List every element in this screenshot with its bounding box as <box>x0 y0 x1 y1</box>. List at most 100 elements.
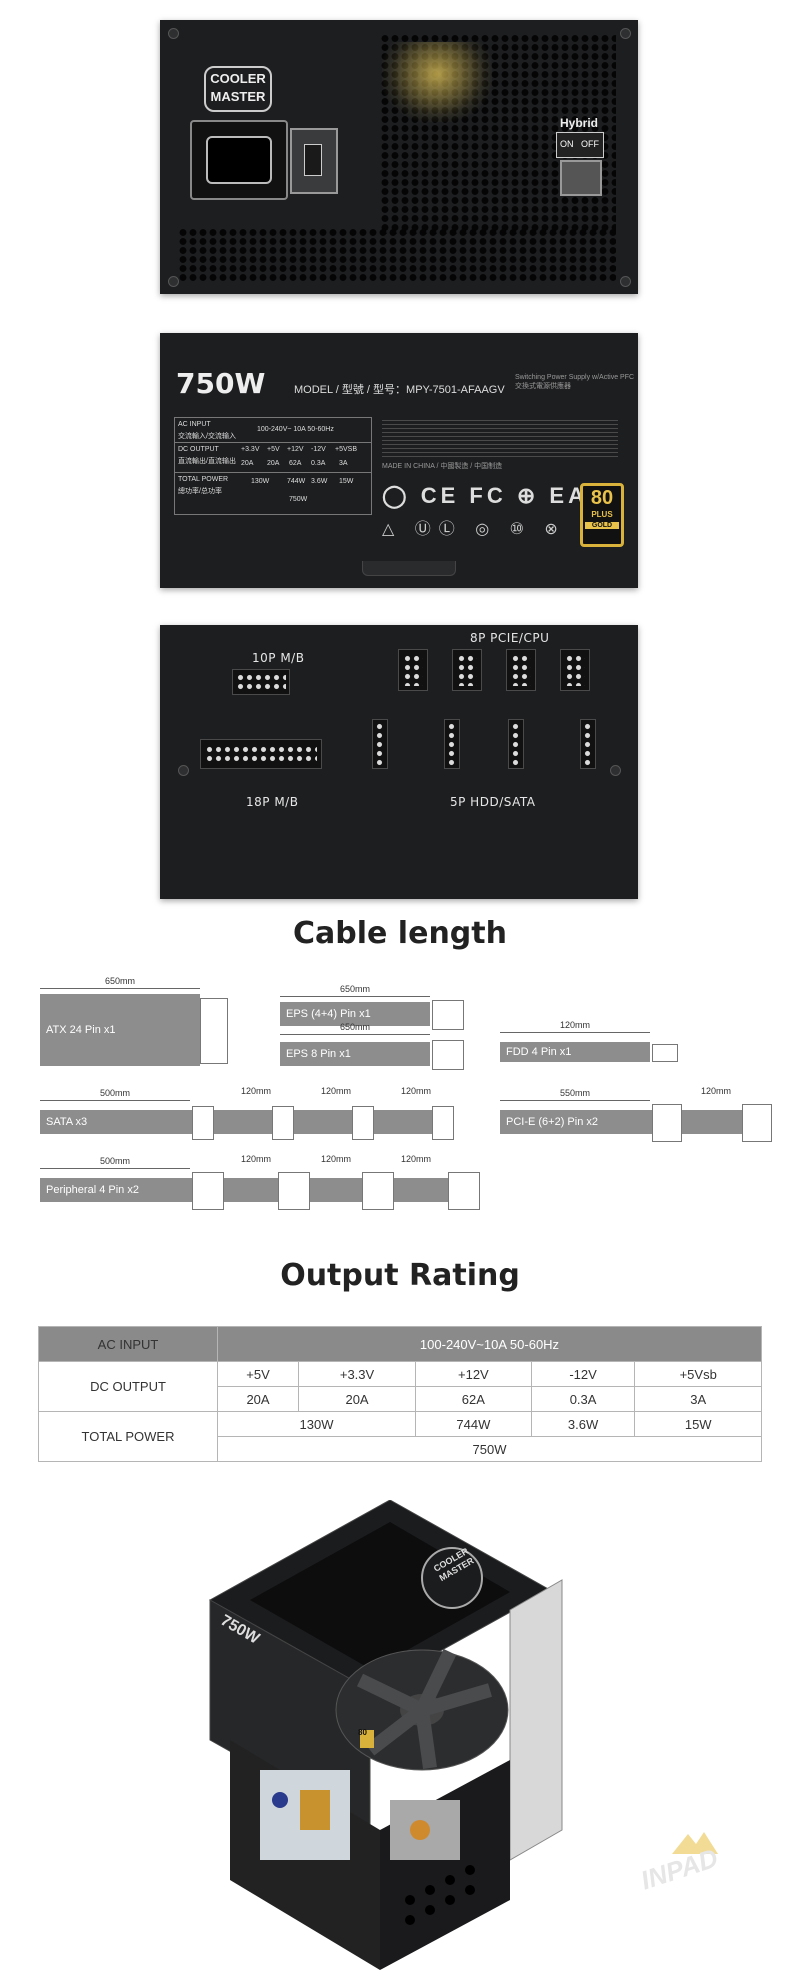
output-rating-table: AC INPUT 100-240V~10A 50-60Hz DC OUTPUT … <box>38 1326 762 1462</box>
certification-marks: ◯ CE FC ⊕ EAC <box>382 483 608 508</box>
table-rail: +5Vsb <box>634 1361 762 1387</box>
fdd-label: FDD 4 Pin x1 <box>506 1046 572 1058</box>
label-ac-input-cn: 交流輸入/交流输入 <box>178 433 236 440</box>
label-rail: -12V <box>311 446 326 453</box>
screw-icon <box>178 765 189 776</box>
badge-plus: PLUS <box>591 510 613 519</box>
peri-label: Peripheral 4 Pin x2 <box>46 1184 139 1196</box>
psu-modular-panel: 10P M/B 8P PCIE/CPU 18P M/B 5P HDD/SATA <box>160 625 638 899</box>
80plus-gold-badge: 80 PLUS GOLD <box>580 483 624 547</box>
eps8-plug <box>432 1040 464 1070</box>
eps44-label: EPS (4+4) Pin x1 <box>286 1008 371 1020</box>
screw-icon <box>168 28 179 39</box>
peri-plug <box>192 1172 224 1210</box>
cable-eps-4plus4: EPS (4+4) Pin x1 <box>280 1002 430 1026</box>
cable-length-title: Cable length <box>293 916 507 951</box>
table-total-power-label: TOTAL POWER <box>38 1411 218 1462</box>
table-amp: 3A <box>634 1386 762 1412</box>
hybrid-switch[interactable]: ON OFF <box>556 132 604 158</box>
connector-8p-pcie-cpu[interactable] <box>560 649 590 691</box>
atx-plug <box>200 998 228 1064</box>
label-spec-grid: AC INPUT 交流輸入/交流输入 100-240V~ 10A 50-60Hz… <box>174 417 372 515</box>
connector-5p-hdd-sata[interactable] <box>508 719 524 769</box>
label-tab <box>362 561 456 576</box>
power-switch[interactable] <box>290 128 338 194</box>
connector-10p-mb[interactable] <box>232 669 290 695</box>
label-dc-output: DC OUTPUT <box>178 446 219 453</box>
connector-8p-pcie-cpu[interactable] <box>506 649 536 691</box>
label-model: MODEL / 型號 / 型号：MPY-7501-AFAAGV <box>294 384 505 396</box>
pcie-seg1: 120mm <box>700 1086 731 1096</box>
connector-8p-pcie-cpu[interactable] <box>398 649 428 691</box>
screw-icon <box>610 765 621 776</box>
watermark-logo: INPAD <box>637 1828 750 1895</box>
label-rail: +5V <box>267 446 280 453</box>
connector-5p-hdd-sata[interactable] <box>372 719 388 769</box>
table-rail: -12V <box>530 1361 636 1387</box>
connector-5p-hdd-sata[interactable] <box>444 719 460 769</box>
sata-plug <box>192 1106 214 1140</box>
hybrid-on-label: ON <box>560 139 574 149</box>
label-total-power: TOTAL POWER <box>178 476 229 483</box>
table-ac-input-value: 100-240V~10A 50-60Hz <box>217 1326 762 1362</box>
table-dc-output-label: DC OUTPUT <box>38 1361 218 1412</box>
peri-seg3: 120mm <box>400 1154 431 1164</box>
table-watts-combined: 130W <box>216 1411 417 1437</box>
peri-seg1: 120mm <box>240 1154 271 1164</box>
output-rating-title: Output Rating <box>280 1258 520 1293</box>
label-ac-input-value: 100-240V~ 10A 50-60Hz <box>257 426 334 433</box>
sata-plug <box>432 1106 454 1140</box>
label-ac-input: AC INPUT <box>178 421 211 428</box>
label-watt: 3.6W <box>311 478 328 485</box>
peri-plug <box>362 1172 394 1210</box>
label-rail: +3.3V <box>241 446 260 453</box>
table-amp: 62A <box>415 1386 532 1412</box>
peri-plug <box>448 1172 480 1210</box>
label-wattage: 750W <box>176 367 266 400</box>
eps44-plug <box>432 1000 464 1030</box>
logo-text-line1: COOLER <box>210 71 266 86</box>
eps44-length: 650mm <box>339 984 370 994</box>
connector-8p-pcie-cpu[interactable] <box>452 649 482 691</box>
pcie-length: 550mm <box>559 1088 590 1098</box>
hybrid-switch-base <box>560 160 602 196</box>
sata-plug <box>272 1106 294 1140</box>
sata-seg2: 120mm <box>320 1086 351 1096</box>
table-rail: +5V <box>216 1361 300 1387</box>
fdd-length: 120mm <box>559 1020 590 1030</box>
label-amp: 0.3A <box>311 460 326 467</box>
label-dc-output-cn: 直流輸出/直流输出 <box>178 458 236 465</box>
sata-seg1: 120mm <box>240 1086 271 1096</box>
certification-marks-lower: △ ⓊⓁ ◎ ⑩ ⊗ <box>382 521 566 538</box>
peri-length: 500mm <box>99 1156 130 1166</box>
label-total-power-cn: 總功率/总功率 <box>178 488 222 495</box>
brand-logo: COOLER MASTER <box>204 66 272 112</box>
hybrid-switch-title: Hybrid <box>560 116 599 130</box>
label-18p-mb: 18P M/B <box>246 795 299 809</box>
table-rail: +12V <box>415 1361 532 1387</box>
logo-text-line2: MASTER <box>210 89 266 104</box>
label-watt: 744W <box>287 478 306 485</box>
label-amp: 3A <box>339 460 348 467</box>
table-total-watts: 750W <box>217 1436 762 1462</box>
label-amp: 62A <box>289 460 302 467</box>
label-amp: 20A <box>241 460 254 467</box>
pcie-label: PCI-E (6+2) Pin x2 <box>506 1116 599 1128</box>
label-watt: 15W <box>339 478 354 485</box>
connector-18p-mb[interactable] <box>200 739 322 769</box>
screw-icon <box>168 276 179 287</box>
label-watt: 130W <box>251 478 270 485</box>
cable-eps-8pin: EPS 8 Pin x1 <box>280 1042 430 1066</box>
label-made-in: MADE IN CHINA / 中國製造 / 中国制造 <box>382 463 503 470</box>
fdd-plug <box>652 1044 678 1062</box>
connector-5p-hdd-sata[interactable] <box>580 719 596 769</box>
fan-glow <box>382 42 492 122</box>
cable-pcie-6plus2: PCI-E (6+2) Pin x2 <box>500 1110 750 1134</box>
ac-inlet <box>190 120 288 200</box>
table-amp: 0.3A <box>530 1386 636 1412</box>
label-8p-pcie-cpu: 8P PCIE/CPU <box>470 631 550 645</box>
cable-peripheral-4pin: Peripheral 4 Pin x2 <box>40 1178 470 1202</box>
sata-length: 500mm <box>99 1088 130 1098</box>
label-warning-text <box>382 417 618 457</box>
screw-icon <box>620 28 631 39</box>
